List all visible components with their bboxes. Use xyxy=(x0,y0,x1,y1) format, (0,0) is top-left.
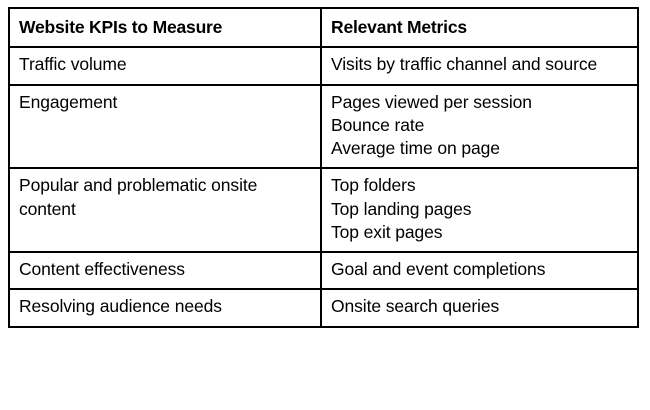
metric-item: Top exit pages xyxy=(331,221,443,242)
column-header-metrics: Relevant Metrics xyxy=(320,6,639,49)
column-header-kpi: Website KPIs to Measure xyxy=(8,6,322,49)
metric-item: Top folders xyxy=(331,175,416,196)
kpi-label: Engagement xyxy=(19,91,118,112)
metric-item: Top landing pages xyxy=(331,198,472,219)
metric-item: Average time on page xyxy=(331,138,500,159)
metrics-cell: Onsite search queries xyxy=(320,288,639,328)
kpi-label: Traffic volume xyxy=(19,54,127,75)
table-header-row: Website KPIs to Measure Relevant Metrics xyxy=(8,6,639,49)
table-row: Content effectiveness Goal and event comp… xyxy=(8,251,639,291)
metrics-cell: Visits by traffic channel and source xyxy=(320,46,639,86)
kpi-cell: Traffic volume xyxy=(8,46,322,86)
kpi-label: Popular and problematic onsite content xyxy=(19,175,258,219)
metric-item: Pages viewed per session xyxy=(331,91,532,112)
kpi-cell: Content effectiveness xyxy=(8,251,322,291)
kpi-cell: Popular and problematic onsite content xyxy=(8,167,322,254)
table-header: Website KPIs to Measure Relevant Metrics xyxy=(8,6,639,49)
table-body: Traffic volume Visits by traffic channel … xyxy=(8,46,639,328)
kpi-cell: Engagement xyxy=(8,83,322,170)
website-kpis-table: Website KPIs to Measure Relevant Metrics… xyxy=(8,6,639,328)
table-row: Resolving audience needs Onsite search qu… xyxy=(8,288,639,328)
kpi-label: Resolving audience needs xyxy=(19,296,222,317)
metric-item: Onsite search queries xyxy=(331,296,500,317)
metric-item: Bounce rate xyxy=(331,114,425,135)
metric-item: Visits by traffic channel and source xyxy=(331,54,598,75)
kpi-cell: Resolving audience needs xyxy=(8,288,322,328)
table-row: Traffic volume Visits by traffic channel … xyxy=(8,46,639,86)
metric-item: Goal and event completions xyxy=(331,259,546,280)
kpi-label: Content effectiveness xyxy=(19,259,185,280)
metrics-cell: Goal and event completions xyxy=(320,251,639,291)
